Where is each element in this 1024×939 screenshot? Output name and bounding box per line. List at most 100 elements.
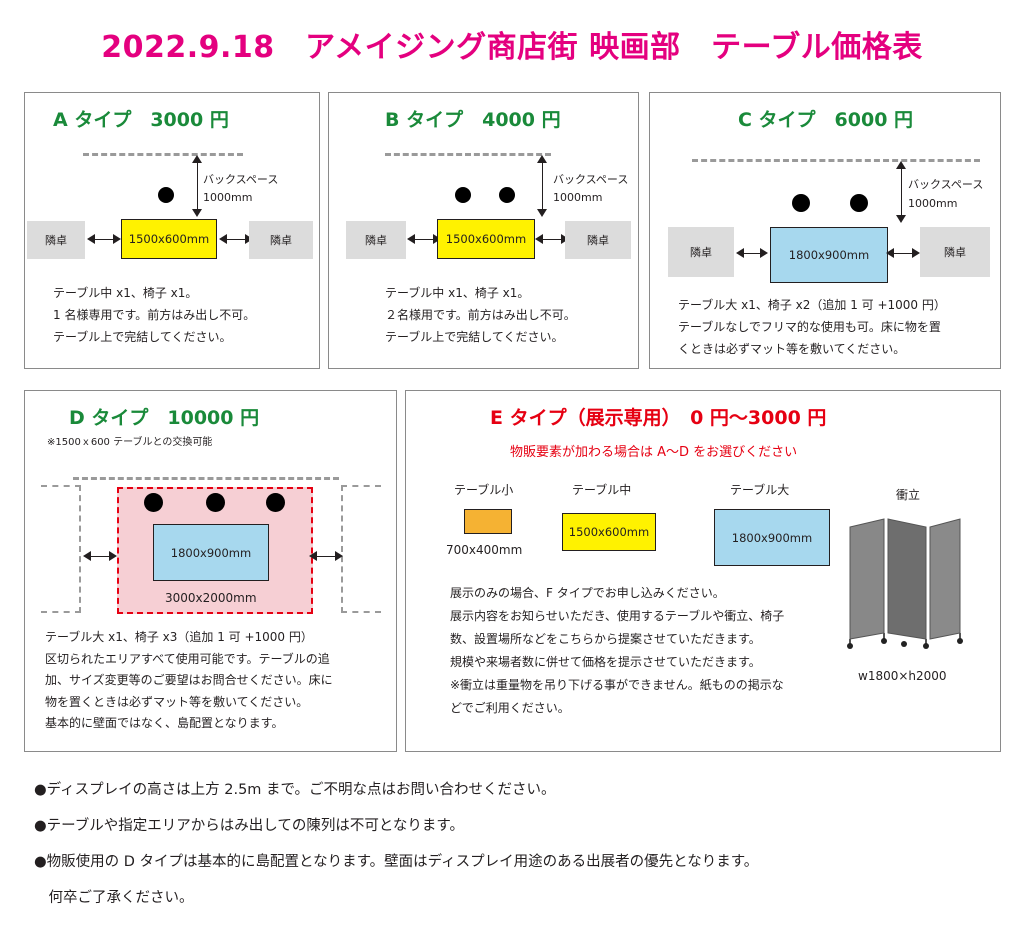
neighbor-table-right: 隣卓 [565,221,631,259]
table-small [464,509,512,534]
desc-line: くときは必ずマット等を敷いてください。 [678,342,906,356]
desc-line: 物を置くときは必ずマット等を敷いてください。 [45,694,309,709]
desc-line: 展示のみの場合、F タイプでお申し込みください。 [450,586,725,600]
desc-line: テーブル上で完結してください。 [385,330,564,344]
arrow-up-icon [537,155,547,163]
folding-screen-icon [847,518,963,649]
desc-line: 基本的に壁面ではなく、島配置となります。 [45,716,284,730]
left-gap-arrow [407,234,441,244]
neighbor-table-left: 隣卓 [346,221,406,259]
chair-icon [499,187,515,203]
panel-d-note: ※1500ｘ600 テーブルとの交換可能 [47,437,213,448]
screen-size: w1800×h2000 [858,669,947,683]
desc-line: テーブル大 x1、椅子 x2（追加 1 可 +1000 円） [678,298,946,312]
panel-type-e: E タイプ（展示専用） 0 円〜3000 円 物販要素が加わる場合は A〜D を… [405,390,1001,752]
large-table-label: テーブル大 [730,483,790,497]
chair-icon [850,194,868,212]
right-gap-arrow [219,234,253,244]
desc-line: テーブル大 x1、椅子 x3（追加 1 可 +1000 円） [45,630,313,644]
arrow-down-icon [192,209,202,217]
desc-line: ２名様用です。前方はみ出し不可。 [385,308,576,322]
screen-label: 衝立 [896,488,921,502]
panel-type-b: B タイプ 4000 円 バックスペース 1000mm 隣卓 1500x600m… [328,92,639,369]
back-wall-line [73,477,339,480]
back-space-size: 1000mm [908,197,958,210]
panel-a-description: テーブル中 x1、椅子 x1。 1 名様専用です。前方はみ出し不可。 テーブル上… [53,282,255,348]
desc-line: どでご利用ください。 [450,701,570,715]
back-wall-line [692,159,980,162]
desc-line: 区切られたエリアすべて使用可能です。テーブルの追 [45,651,330,666]
desc-line: テーブル上で完結してください。 [53,330,232,344]
arrow-down-icon [537,209,547,217]
panel-a-heading: A タイプ 3000 円 [53,109,229,131]
back-space-arrow [542,159,543,213]
back-space-arrow [901,165,902,219]
neighbor-table-right: 隣卓 [920,227,990,277]
panel-e-description: 展示のみの場合、F タイプでお申し込みください。 展示内容をお知らせいただき、使… [450,582,784,720]
adjacent-area-right [341,485,381,613]
booth-area-size: 3000x2000mm [165,591,257,605]
right-gap-arrow [535,234,569,244]
chair-icon [206,493,225,512]
desc-line: 展示内容をお知らせいただき、使用するテーブルや衝立、椅子 [450,609,785,623]
note-item: 何卒ご了承ください。 [34,890,194,906]
chair-icon [158,187,174,203]
table-medium: 1500x600mm [437,219,535,259]
panel-e-heading: E タイプ（展示専用） 0 円〜3000 円 [490,407,827,429]
chair-icon [455,187,471,203]
back-wall-line [83,153,243,156]
note-item: ●テーブルや指定エリアからはみ出しての陳列は不可となります。 [34,818,464,834]
left-gap-arrow [83,551,117,561]
note-item: ●物販使用の D タイプは基本的に島配置となります。壁面はディスプレイ用途のある… [34,854,759,870]
back-space-label: バックスペース [553,173,629,186]
back-space-size: 1000mm [203,191,253,204]
desc-line: ※衝立は重量物を吊り下げる事ができません。紙ものの掲示な [450,678,784,692]
panel-d-description: テーブル大 x1、椅子 x3（追加 1 可 +1000 円） 区切られたエリアす… [45,627,333,735]
arrow-down-icon [896,215,906,223]
table-large: 1800x900mm [770,227,888,283]
desc-line: 数、設置場所などをこちらから提案させていただきます。 [450,632,761,646]
chair-icon [792,194,810,212]
small-table-label: テーブル小 [454,483,514,497]
table-medium: 1500x600mm [121,219,217,259]
table-large: 1800x900mm [714,509,830,566]
adjacent-area-left [41,485,81,613]
desc-line: テーブル中 x1、椅子 x1。 [385,286,530,300]
back-space-label: バックスペース [203,173,279,186]
back-wall-line [385,153,551,156]
panel-type-d: D タイプ 10000 円 ※1500ｘ600 テーブルとの交換可能 1800x… [24,390,397,752]
desc-line: テーブルなしでフリマ的な使用も可。床に物を置 [678,320,941,334]
panel-c-heading: C タイプ 6000 円 [738,109,914,131]
back-space-size: 1000mm [553,191,603,204]
medium-table-label: テーブル中 [572,483,632,497]
note-item: ●ディスプレイの高さは上方 2.5m まで。ご不明な点はお問い合わせください。 [34,782,556,798]
left-gap-arrow [87,234,121,244]
panel-type-a: A タイプ 3000 円 バックスペース 1000mm 隣卓 1500x600m… [24,92,320,369]
right-gap-arrow [886,248,920,258]
table-large: 1800x900mm [153,524,269,581]
panel-d-heading: D タイプ 10000 円 [69,407,260,429]
panel-e-subheading: 物販要素が加わる場合は A〜D をお選びください [510,445,798,460]
table-medium: 1500x600mm [562,513,656,551]
panel-b-heading: B タイプ 4000 円 [385,109,561,131]
neighbor-table-right: 隣卓 [249,221,313,259]
desc-line: 規模や来場者数に併せて価格を提示させていただきます。 [450,655,761,669]
neighbor-table-left: 隣卓 [27,221,85,259]
back-space-label: バックスペース [908,178,984,191]
page-title: 2022.9.18 アメイジング商店街 映画部 テーブル価格表 [101,30,923,65]
footer-notes: ●ディスプレイの高さは上方 2.5m まで。ご不明な点はお問い合わせください。 … [34,772,758,916]
panel-c-description: テーブル大 x1、椅子 x2（追加 1 可 +1000 円） テーブルなしでフリ… [678,294,946,360]
chair-icon [144,493,163,512]
left-gap-arrow [736,248,768,258]
panel-b-description: テーブル中 x1、椅子 x1。 ２名様用です。前方はみ出し不可。 テーブル上で完… [385,282,576,348]
right-gap-arrow [309,551,343,561]
back-space-arrow [197,159,198,213]
desc-line: 加、サイズ変更等のご要望はお問合せください。床に [45,673,333,687]
desc-line: テーブル中 x1、椅子 x1。 [53,286,198,300]
panel-type-c: C タイプ 6000 円 バックスペース 1000mm 隣卓 1800x900m… [649,92,1001,369]
arrow-up-icon [896,161,906,169]
arrow-up-icon [192,155,202,163]
neighbor-table-left: 隣卓 [668,227,734,277]
small-table-size: 700x400mm [446,543,523,557]
chair-icon [266,493,285,512]
